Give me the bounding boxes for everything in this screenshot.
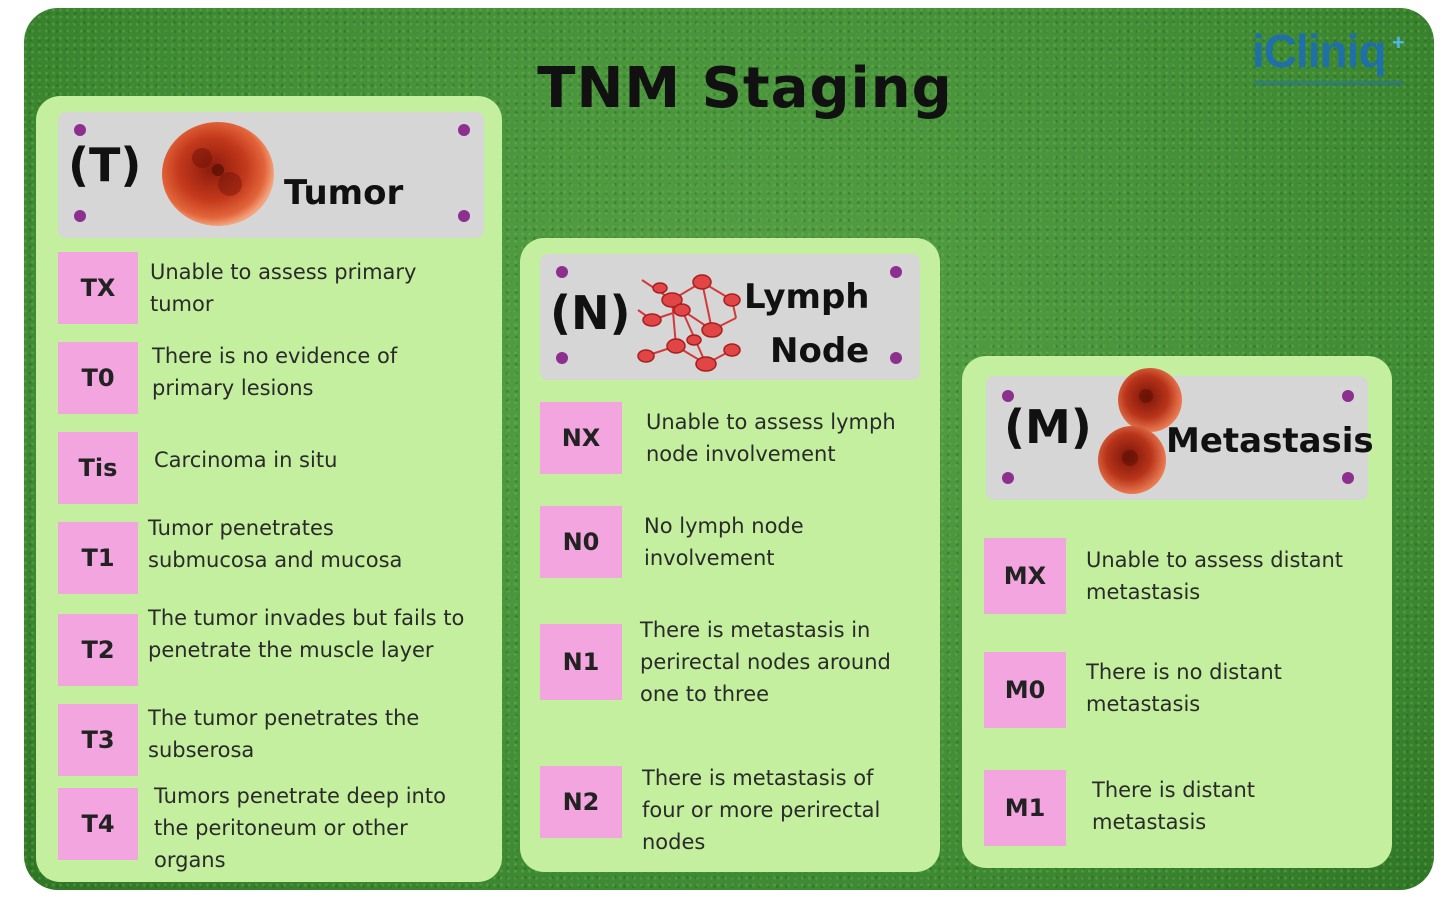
stage-code-t4: T4 xyxy=(58,788,138,860)
stage-desc-nx: Unable to assess lymph node involvement xyxy=(646,410,896,466)
header-corner-dot xyxy=(74,210,86,222)
metastasis-letter: (M) xyxy=(1004,400,1092,454)
stage-code-n0: N0 xyxy=(540,506,622,578)
header-corner-dot xyxy=(890,266,902,278)
stage-code-n2: N2 xyxy=(540,766,622,838)
header-corner-dot xyxy=(1002,390,1014,402)
stage-code-mx: MX xyxy=(984,538,1066,614)
stage-desc-n2: There is metastasis of four or more peri… xyxy=(642,766,881,854)
stage-code-t2: T2 xyxy=(58,614,138,686)
header-corner-dot xyxy=(556,266,568,278)
header-corner-dot xyxy=(1342,472,1354,484)
stage-desc-tis: Carcinoma in situ xyxy=(154,448,338,472)
stage-desc-n1: There is metastasis in perirectal nodes … xyxy=(640,618,891,706)
header-corner-dot xyxy=(1002,472,1014,484)
header-corner-dot xyxy=(458,210,470,222)
logo-tagline-bar xyxy=(1254,80,1404,86)
stage-code-m1: M1 xyxy=(984,770,1066,846)
stage-desc-m0: There is no distant metastasis xyxy=(1086,660,1282,716)
metastasis-name: Metastasis xyxy=(1166,421,1374,461)
metastasis-cells-icon xyxy=(1098,368,1182,494)
lymph-node-header xyxy=(540,254,920,380)
tumor-name: Tumor xyxy=(284,173,404,213)
lymph-cells-icon xyxy=(637,274,741,372)
stage-desc-m1: There is distant metastasis xyxy=(1092,778,1256,834)
logo-plus-icon: + xyxy=(1392,30,1405,55)
stage-desc-n0: No lymph node involvement xyxy=(644,514,804,570)
stage-desc-t0: There is no evidence of primary lesions xyxy=(152,344,398,400)
page-title: TNM Staging xyxy=(537,56,953,121)
header-corner-dot xyxy=(458,124,470,136)
header-corner-dot xyxy=(74,124,86,136)
lymph-node-name-line2: Node xyxy=(770,331,870,371)
stage-code-tis: Tis xyxy=(58,432,138,504)
tumor-cell-icon xyxy=(162,122,274,226)
logo-text: iCliniq xyxy=(1252,25,1387,77)
stage-code-n1: N1 xyxy=(540,624,622,700)
lymph-node-letter: (N) xyxy=(550,286,631,340)
stage-desc-t4: Tumors penetrate deep into the peritoneu… xyxy=(154,784,446,872)
stage-desc-t3: The tumor penetrates the subserosa xyxy=(148,706,420,762)
header-corner-dot xyxy=(1342,390,1354,402)
stage-desc-tx: Unable to assess primary tumor xyxy=(150,260,417,316)
stage-code-tx: TX xyxy=(58,252,138,324)
stage-code-nx: NX xyxy=(540,402,622,474)
stage-desc-t2: The tumor invades but fails to penetrate… xyxy=(148,606,465,662)
lymph-node-name-line1: Lymph xyxy=(744,277,870,317)
header-corner-dot xyxy=(556,352,568,364)
stage-code-t1: T1 xyxy=(58,522,138,594)
stage-code-t3: T3 xyxy=(58,704,138,776)
stage-code-t0: T0 xyxy=(58,342,138,414)
stage-desc-mx: Unable to assess distant metastasis xyxy=(1086,548,1344,604)
tumor-letter: (T) xyxy=(68,138,142,192)
header-corner-dot xyxy=(890,352,902,364)
stage-code-m0: M0 xyxy=(984,652,1066,728)
stage-desc-t1: Tumor penetrates submucosa and mucosa xyxy=(148,516,403,572)
